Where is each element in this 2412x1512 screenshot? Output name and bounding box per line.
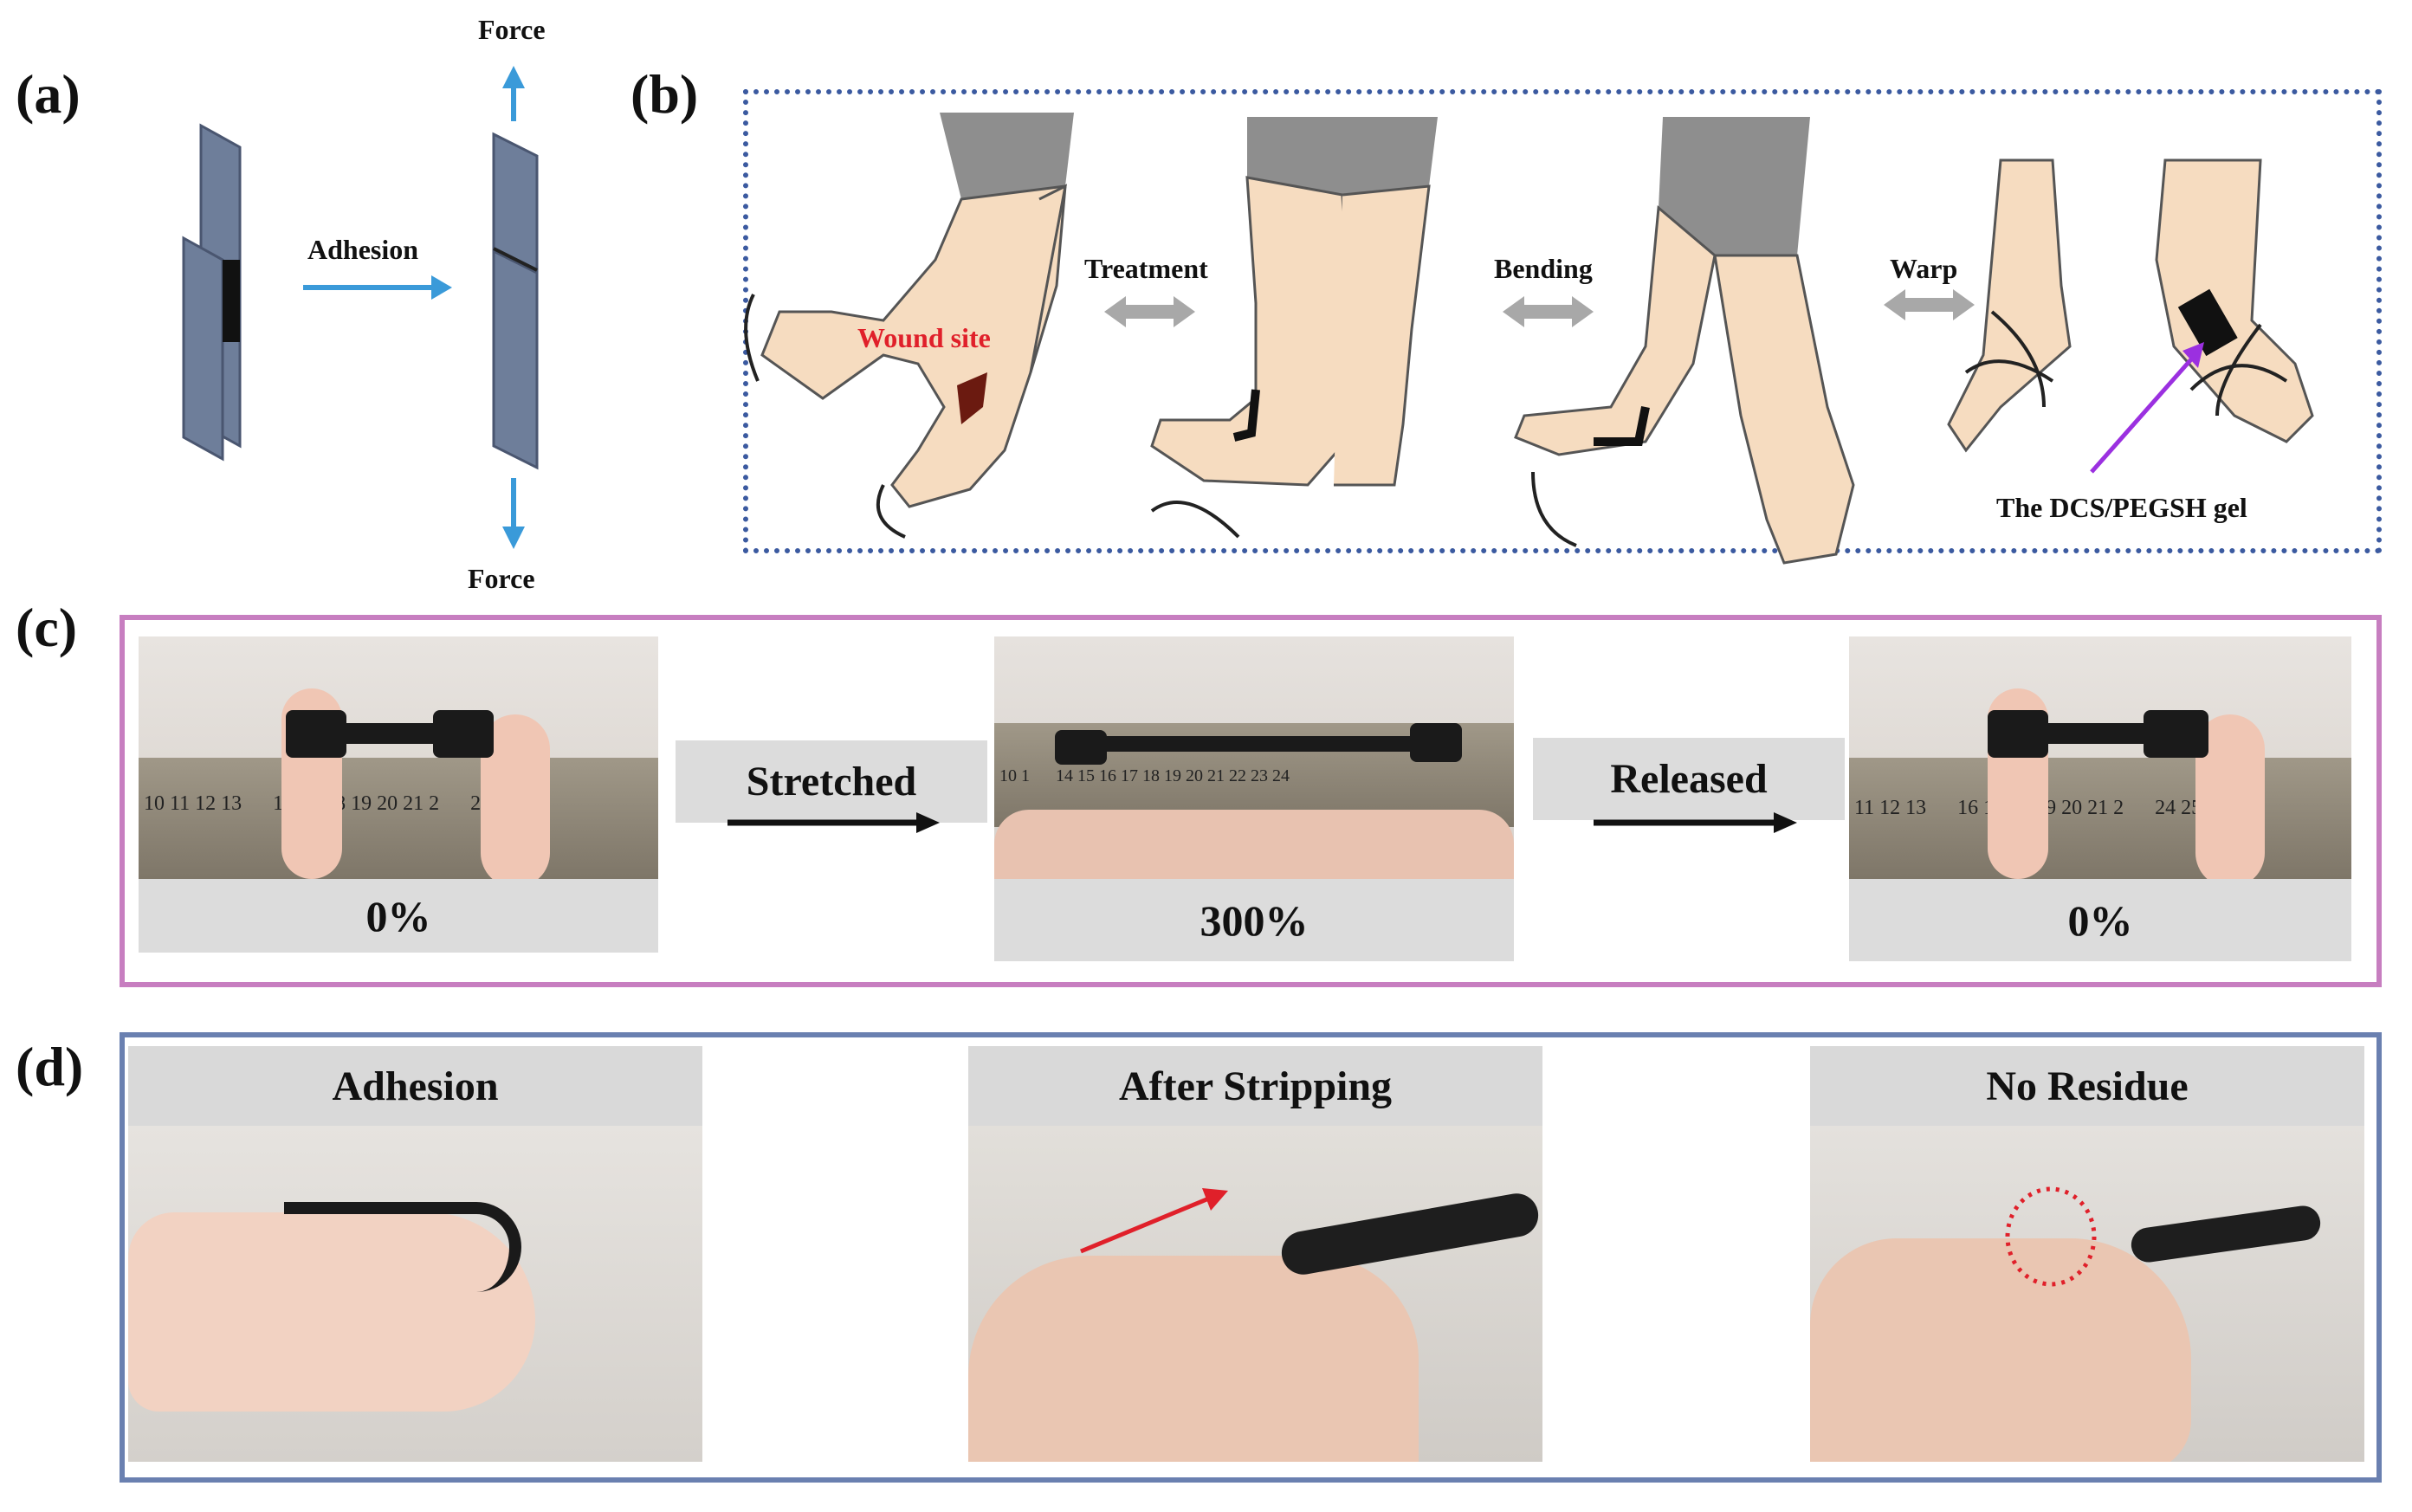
adhesion-photo xyxy=(128,1126,702,1462)
stretch-photo-released: 11 12 13 16 17 18 19 20 21 2 24 25 xyxy=(1849,636,2351,879)
strain-label-1: 0% xyxy=(139,879,658,953)
dumbbell-specimen xyxy=(286,710,346,758)
dumbbell-specimen xyxy=(1055,730,1107,765)
double-arrows xyxy=(1104,289,1975,327)
treatment-label: Treatment xyxy=(1084,253,1208,285)
stretch-photo-300: 10 1 14 15 16 17 18 19 20 21 22 23 24 xyxy=(994,636,1514,879)
no-residue-header: No Residue xyxy=(1810,1046,2364,1126)
dumbbell-specimen xyxy=(1988,710,2048,758)
warp-label: Warp xyxy=(1890,253,1957,285)
residue-check-circle xyxy=(1810,1126,2364,1462)
bending-label: Bending xyxy=(1494,253,1593,285)
after-stripping-header: After Stripping xyxy=(968,1046,1542,1126)
leg-3 xyxy=(1516,117,1853,563)
no-residue-photo xyxy=(1810,1126,2364,1462)
leg-4 xyxy=(1949,160,2312,472)
gel-label: The DCS/PEGSH gel xyxy=(1996,492,2247,524)
stretch-photo-0: 10 11 12 13 16 17 18 19 20 21 2 24 25 26 xyxy=(139,636,658,879)
ruler xyxy=(139,758,658,879)
adhesion-header: Adhesion xyxy=(128,1046,702,1126)
panel-c-label: (c) xyxy=(16,596,77,660)
after-stripping-photo xyxy=(968,1126,1542,1462)
ruler-numbers: 10 1 14 15 16 17 18 19 20 21 22 23 24 xyxy=(999,766,1290,786)
peel-direction-arrow xyxy=(968,1126,1542,1462)
panel-d-label: (d) xyxy=(16,1035,83,1099)
strain-label-3: 0% xyxy=(1849,879,2351,961)
leg-2 xyxy=(1152,117,1438,537)
wound-site-label: Wound site xyxy=(857,322,991,354)
strain-label-2: 300% xyxy=(994,879,1514,961)
gel-strip xyxy=(284,1202,521,1292)
hand-bottom xyxy=(994,810,1514,879)
